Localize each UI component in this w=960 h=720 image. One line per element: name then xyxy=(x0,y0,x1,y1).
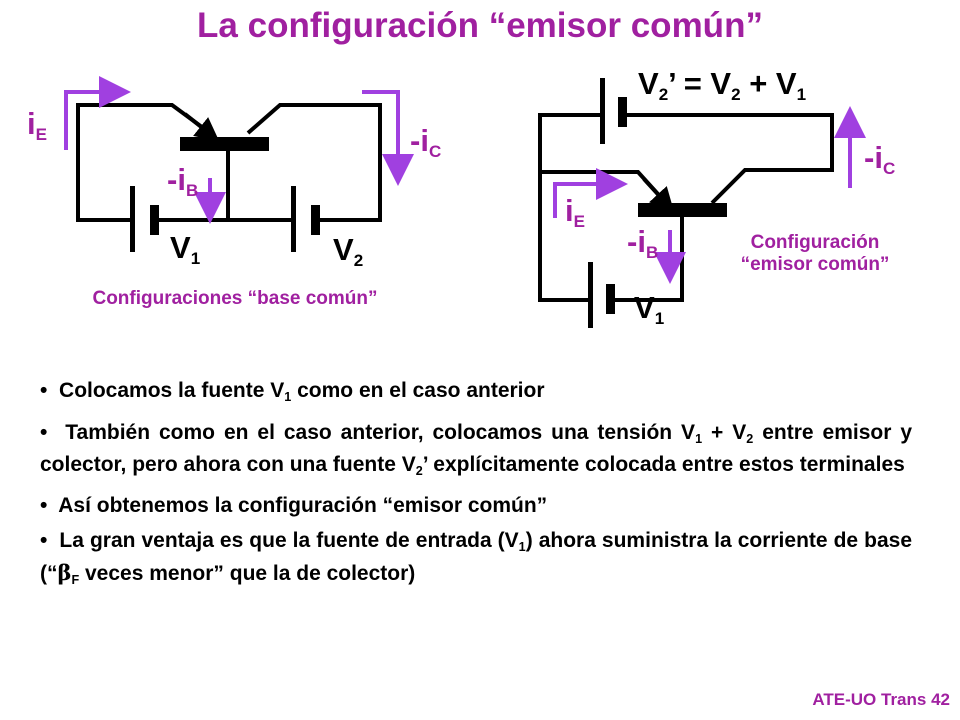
right-transistor-base xyxy=(638,203,727,217)
left-v2-label: V2 xyxy=(333,232,364,270)
left-wire-loop-left xyxy=(76,103,212,222)
right-emitter-arrow xyxy=(642,177,675,212)
bullet-item-2: También como en el caso anterior, coloca… xyxy=(40,420,912,484)
left-battery-v2-long xyxy=(291,186,296,252)
beta-symbol: β xyxy=(57,560,72,586)
left-battery-v2-short xyxy=(311,205,320,235)
right-battery-v2p-long xyxy=(600,78,605,144)
left-circuit xyxy=(76,103,382,222)
slide-footer: ATE-UO Trans 42 xyxy=(812,690,950,709)
right-ib-label: -iB xyxy=(627,224,659,262)
right-caption: Configuración “emisor común” xyxy=(700,232,930,276)
right-battery-v1-short xyxy=(606,284,615,314)
left-v1-label: V1 xyxy=(170,230,201,268)
right-v2p-label: V2’ = V2 + V1 xyxy=(638,66,807,104)
left-ic-label: -iC xyxy=(410,123,442,161)
right-caption-line1: Configuración xyxy=(750,232,880,253)
left-wire-loop-right xyxy=(246,103,382,222)
left-battery-v1-long xyxy=(130,186,135,252)
bullet-item-4: La gran ventaja es que la fuente de entr… xyxy=(40,528,912,593)
right-ie-arrow xyxy=(553,168,628,218)
left-transistor-base xyxy=(180,137,269,151)
circuit-diagrams xyxy=(64,76,866,328)
left-battery-v1-short xyxy=(150,205,159,235)
left-emitter-arrow xyxy=(183,112,220,142)
bullet-item-1: Colocamos la fuente V1 como en el caso a… xyxy=(40,378,912,410)
page-title: La configuración “emisor común” xyxy=(197,6,763,45)
bullet-list: Colocamos la fuente V1 como en el caso a… xyxy=(40,378,912,603)
left-ic-arrow xyxy=(362,90,414,186)
bullet-item-3: Así obtenemos la configuración “emisor c… xyxy=(40,493,912,518)
right-wire-top xyxy=(538,113,600,302)
right-wire-emitter xyxy=(540,170,668,205)
right-circuit xyxy=(538,113,834,302)
right-battery-v2p-short xyxy=(618,97,627,127)
right-wire-base xyxy=(610,216,684,302)
left-caption: Configuraciones “base común” xyxy=(92,288,378,309)
right-v1-label: V1 xyxy=(634,290,665,328)
right-ie-label: iE xyxy=(565,193,585,231)
left-ib-label: -iB xyxy=(167,162,199,200)
left-ie-arrow xyxy=(64,76,131,150)
right-ic-label: -iC xyxy=(864,140,896,178)
right-caption-line2: “emisor común” xyxy=(740,254,890,275)
left-ie-label: iE xyxy=(27,106,47,144)
right-wire-top-right xyxy=(625,113,834,205)
right-battery-v1-long xyxy=(588,262,593,328)
